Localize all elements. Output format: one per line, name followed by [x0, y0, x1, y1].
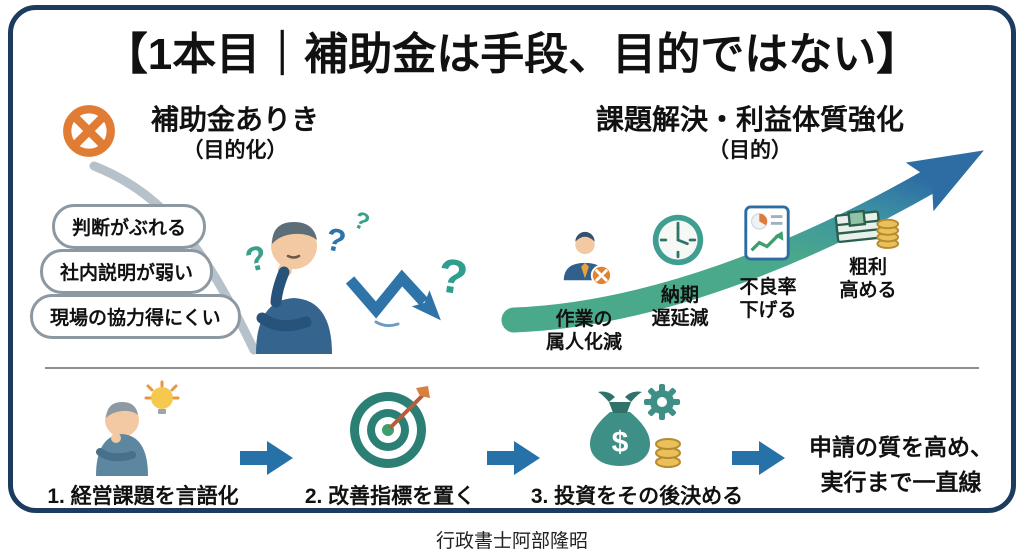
worker-x-icon: [563, 231, 613, 287]
right-arrow-icon: [487, 441, 540, 475]
prohibition-icon: [63, 105, 115, 157]
left-subheading: （目的化）: [182, 139, 288, 162]
speech-bubble: 社内説明が弱い: [40, 249, 214, 294]
step-label: 2. 改善指標を置く: [304, 485, 476, 508]
milestone-label: 粗利 高める: [839, 257, 897, 302]
right-arrow-icon: [240, 441, 293, 475]
right-heading: 課題解決・利益体質強化: [595, 104, 904, 135]
conclusion-text: 申請の質を高め、 実行まで一直線: [809, 434, 993, 495]
right-subheading: （目的）: [708, 139, 792, 162]
growth-arrow: [501, 150, 984, 333]
clock-icon: [652, 214, 704, 266]
thinking-person-bulb-icon: [96, 380, 180, 476]
section-divider: [45, 367, 979, 369]
main-title: 【1本目｜補助金は手段、目的ではない】: [103, 30, 921, 79]
moneybag-gear-icon: $: [590, 384, 681, 468]
milestone-label: 作業の 属人化減: [545, 309, 622, 354]
step-label: 3. 投資をその後決める: [530, 485, 744, 508]
milestone-label: 納期 遅延減: [651, 285, 709, 330]
dollar-symbol: $: [612, 426, 629, 459]
step-label: 1. 経営課題を言語化: [47, 485, 239, 508]
speech-bubble: 判断がぶれる: [52, 204, 207, 249]
zigzag-arrow-icon: [346, 269, 441, 328]
report-chart-icon: [744, 205, 790, 261]
milestone-label: 不良率 下げる: [739, 277, 797, 322]
footer-credit: 行政書士阿部隆昭: [435, 531, 588, 552]
thinking-person-illustration: [256, 222, 332, 354]
money-stack-icon: [834, 209, 900, 249]
dart-target-icon: [350, 386, 430, 468]
right-arrow-icon: [732, 441, 785, 475]
left-heading: 補助金ありき: [150, 104, 319, 135]
speech-bubble: 現場の協力得にくい: [30, 294, 241, 339]
